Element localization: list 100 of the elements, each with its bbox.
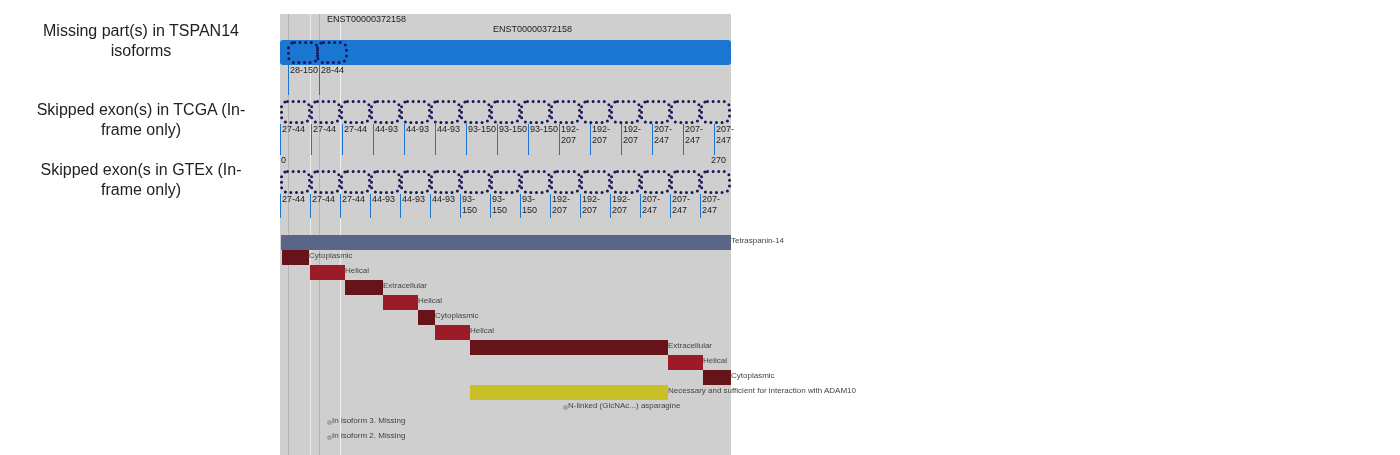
- track-label: Missing part(s) in TSPAN14 isoforms: [42, 21, 240, 61]
- skipped-exon-box: [670, 170, 701, 194]
- exon-range-label: 192-207: [592, 124, 611, 146]
- topology-domain-bar: [383, 295, 418, 310]
- topology-domain-bar: [668, 355, 703, 370]
- skipped-exon-box: [460, 100, 491, 124]
- topology-domain-bar: [418, 310, 435, 325]
- dot-icon: [563, 405, 568, 410]
- skipped-exon-box: [550, 100, 581, 124]
- exon-range-label: 93-150: [499, 124, 528, 135]
- skipped-exon-box: [490, 170, 521, 194]
- exon-range-label: 27-44: [313, 124, 338, 135]
- feature-label: Helical: [345, 266, 369, 276]
- skipped-exon-box: [340, 100, 371, 124]
- exon-range-label: 207-247: [642, 194, 661, 216]
- exon-range-label: 207-247: [702, 194, 721, 216]
- transcript-label: ENST00000372158: [493, 24, 573, 35]
- topology-domain-bar: [345, 280, 383, 295]
- exon-range-label: 93-150: [462, 194, 479, 216]
- region-bar: [470, 385, 668, 400]
- feature-label: Helical: [418, 296, 442, 306]
- exon-range-label: 93-150: [492, 194, 509, 216]
- topology-domain-bar: [470, 340, 668, 355]
- skipped-exon-box: [550, 170, 581, 194]
- skipped-exon-box: [400, 170, 431, 194]
- skipped-exon-box: [310, 170, 341, 194]
- exon-range-label: 28-44: [321, 65, 346, 76]
- exon-range-label: 27-44: [282, 124, 307, 135]
- exon-range-label: 192-207: [612, 194, 631, 216]
- exon-range-label: 27-44: [344, 124, 369, 135]
- exon-range-label: 192-207: [552, 194, 571, 216]
- dot-icon: [327, 420, 332, 425]
- skipped-exon-box: [700, 170, 731, 194]
- track-label: Skipped exon(s) in TCGA (In-frame only): [35, 100, 247, 140]
- exon-range-label: 44-93: [375, 124, 400, 135]
- skipped-exon-box: [280, 170, 311, 194]
- skipped-exon-box: [310, 100, 341, 124]
- exon-range-label: 207-247: [716, 124, 735, 146]
- protein-bar: [281, 235, 731, 250]
- feature-label: Cytoplasmic: [731, 371, 775, 381]
- exon-range-label: 93-150: [468, 124, 497, 135]
- exon-range-label: 44-93: [372, 194, 397, 205]
- skipped-exon-box: [520, 100, 551, 124]
- feature-label: Tetraspanin-14: [731, 236, 784, 246]
- topology-domain-bar: [310, 265, 345, 280]
- transcript-label: ENST00000372158: [327, 14, 407, 25]
- skipped-exon-box: [640, 170, 671, 194]
- exon-range-label: 192-207: [623, 124, 642, 146]
- skipped-exon-box: [280, 100, 311, 124]
- feature-label: Cytoplasmic: [435, 311, 479, 321]
- track-label: Skipped exon(s in GTEx (In-frame only): [39, 160, 243, 200]
- skipped-exon-box: [610, 170, 641, 194]
- feature-label: Extracellular: [668, 341, 712, 351]
- skipped-exon-box: [460, 170, 491, 194]
- skipped-exon-box: [430, 100, 461, 124]
- topology-domain-bar: [703, 370, 731, 385]
- skipped-exon-box: [370, 100, 401, 124]
- exon-range-label: 207-247: [672, 194, 691, 216]
- exon-range-label: 192-207: [582, 194, 601, 216]
- topology-domain-bar: [435, 325, 470, 340]
- exon-range-label: 27-44: [312, 194, 337, 205]
- skipped-exon-box: [370, 170, 401, 194]
- skipped-exon-box: [400, 100, 431, 124]
- skipped-exon-box: [610, 100, 641, 124]
- skipped-exon-box: [700, 100, 731, 124]
- feature-label: Helical: [470, 326, 494, 336]
- exon-range-label: 27-44: [342, 194, 367, 205]
- axis-label: 270: [711, 155, 727, 166]
- skipped-exon-box: [520, 170, 551, 194]
- exon-range-label: 44-93: [432, 194, 457, 205]
- feature-label: Helical: [703, 356, 727, 366]
- skipped-exon-box: [670, 100, 701, 124]
- feature-label: In isoform 2. Missing: [332, 431, 406, 441]
- skipped-exon-box: [340, 170, 371, 194]
- skipped-exon-box: [490, 100, 521, 124]
- feature-label: In isoform 3. Missing: [332, 416, 406, 426]
- skipped-exon-box: [430, 170, 461, 194]
- isoform-bar: [280, 40, 731, 65]
- exon-range-label: 44-93: [402, 194, 427, 205]
- skipped-exon-box: [640, 100, 671, 124]
- skipped-exon-box: [580, 100, 611, 124]
- exon-range-label: 27-44: [282, 194, 307, 205]
- missing-region-box: [287, 41, 319, 64]
- exon-range-label: 192-207: [561, 124, 580, 146]
- exon-range-label: 207-247: [654, 124, 673, 146]
- feature-label: Cytoplasmic: [309, 251, 353, 261]
- exon-range-label: 93-150: [522, 194, 539, 216]
- missing-region-box: [316, 41, 348, 64]
- exon-range-label: 207-247: [685, 124, 704, 146]
- topology-domain-bar: [282, 250, 309, 265]
- feature-label: Extracellular: [383, 281, 427, 291]
- exon-range-label: 93-150: [530, 124, 559, 135]
- exon-range-label: 44-93: [437, 124, 462, 135]
- feature-label: Necessary and sufficient for interaction with ADAM10: [668, 386, 856, 396]
- feature-label: N-linked (GlcNAc...) asparagine: [568, 401, 681, 411]
- dot-icon: [327, 435, 332, 440]
- skipped-exon-box: [580, 170, 611, 194]
- axis-label: 0: [281, 155, 286, 166]
- exon-range-label: 44-93: [406, 124, 431, 135]
- exon-range-label: 28-150: [290, 65, 319, 76]
